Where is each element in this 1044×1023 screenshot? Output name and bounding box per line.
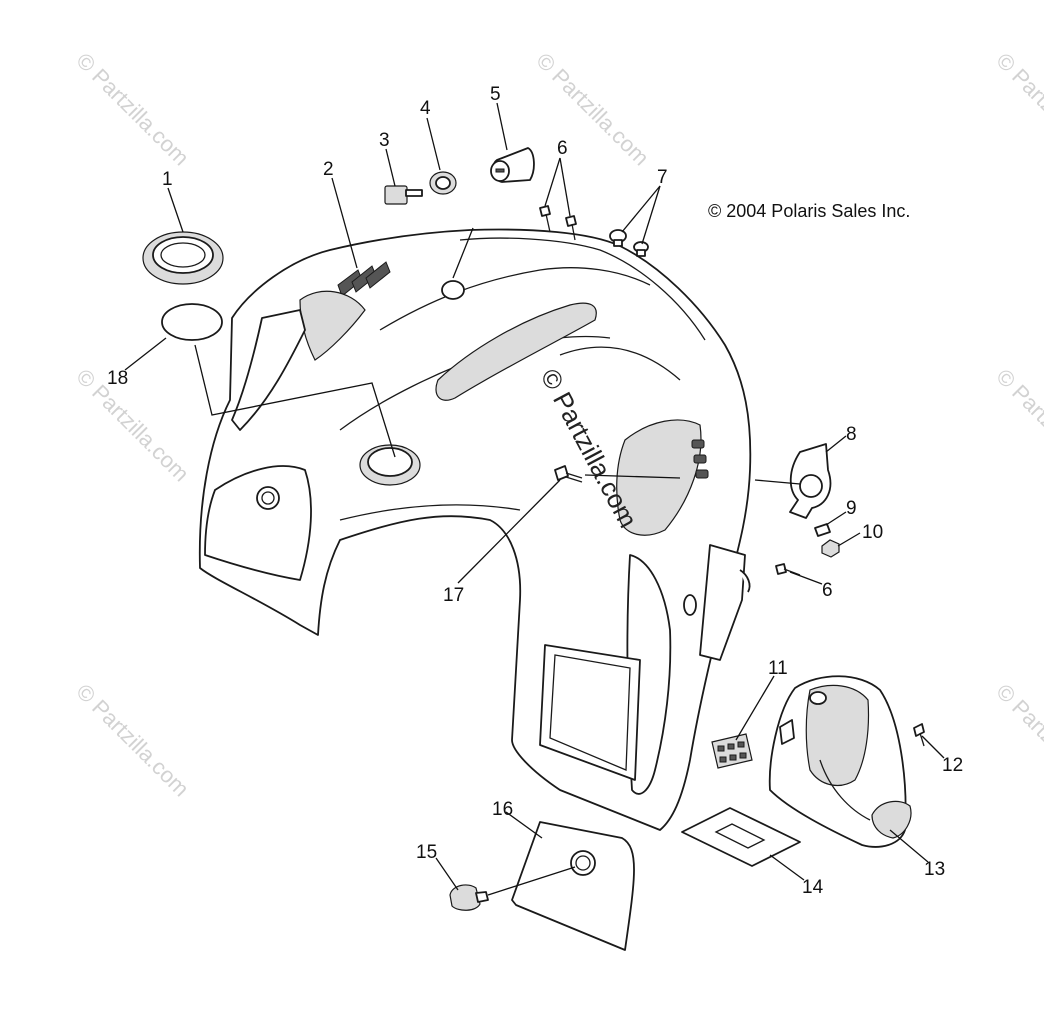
callout-14: 14 bbox=[802, 877, 824, 898]
screws-top bbox=[539, 205, 577, 241]
callout-16: 16 bbox=[492, 799, 513, 820]
screw-side bbox=[775, 563, 801, 576]
washer bbox=[814, 523, 831, 537]
clips bbox=[609, 229, 649, 257]
o-ring bbox=[161, 303, 223, 341]
ignition-nut bbox=[429, 171, 457, 195]
access-cover bbox=[511, 821, 635, 951]
watermark-text: © Partzilla.com bbox=[71, 364, 194, 487]
callout-3: 3 bbox=[379, 130, 390, 151]
callout-9: 9 bbox=[846, 498, 857, 519]
callout-13: 13 bbox=[924, 859, 945, 880]
callout-10: 10 bbox=[862, 522, 883, 543]
leader-lines bbox=[124, 102, 945, 896]
gasket-plate bbox=[681, 807, 801, 867]
push-fastener bbox=[449, 884, 489, 911]
mount-bracket bbox=[789, 443, 832, 519]
bolt bbox=[554, 465, 583, 483]
key bbox=[384, 185, 423, 205]
copyright-text: © 2004 Polaris Sales Inc. bbox=[708, 201, 910, 221]
ignition-switch bbox=[490, 147, 535, 183]
callout-6-side: 6 bbox=[822, 580, 833, 601]
watermark-text: © Partzilla.com bbox=[991, 364, 1044, 487]
callout-labels: 1 2 3 4 5 6 7 8 9 10 6 11 12 13 14 15 16… bbox=[107, 84, 963, 898]
callout-5: 5 bbox=[490, 84, 501, 105]
callout-12: 12 bbox=[942, 755, 963, 776]
hood-body bbox=[198, 228, 752, 831]
watermark-text: © Partzilla.com bbox=[71, 48, 194, 171]
fuse-block bbox=[711, 733, 753, 769]
callout-11: 11 bbox=[768, 658, 788, 679]
watermark-text: © Partzilla.com bbox=[991, 679, 1044, 802]
callout-18: 18 bbox=[107, 368, 128, 389]
watermark-text: © Partzilla.com bbox=[531, 48, 654, 171]
fuel-cap-ring bbox=[142, 231, 224, 285]
callout-7: 7 bbox=[657, 167, 668, 188]
callout-8: 8 bbox=[846, 424, 857, 445]
hex-nut bbox=[821, 539, 840, 558]
watermark-text: © Partzilla.com bbox=[71, 679, 194, 802]
callout-4: 4 bbox=[420, 98, 431, 119]
gauge-housing bbox=[768, 675, 912, 848]
screw-small bbox=[913, 723, 925, 747]
callout-1: 1 bbox=[162, 169, 173, 190]
callout-6-top: 6 bbox=[557, 138, 568, 159]
callout-15: 15 bbox=[416, 842, 437, 863]
callout-2: 2 bbox=[323, 159, 334, 180]
watermark-text: © Partzilla.com bbox=[991, 48, 1044, 171]
callout-17: 17 bbox=[443, 585, 464, 606]
